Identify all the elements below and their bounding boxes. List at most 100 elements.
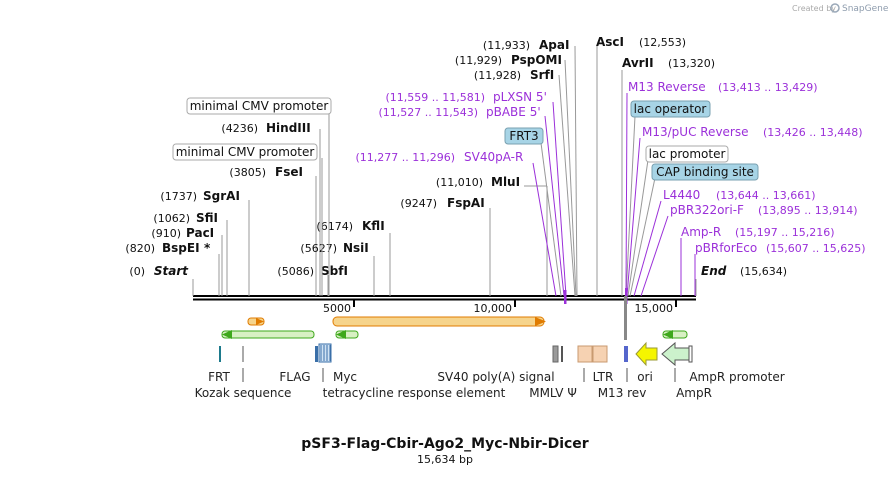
primer-pbrfor-position: (15,607 .. 15,625) bbox=[766, 242, 866, 255]
feature-mmlv-mark[interactable] bbox=[561, 346, 563, 362]
primer-pbr322-name: pBR322ori-F bbox=[670, 203, 744, 217]
feature-amprprom-label: AmpR promoter bbox=[689, 370, 784, 384]
orf-small-orange-arrow[interactable] bbox=[247, 317, 265, 326]
orf-green-left-arrow-1[interactable] bbox=[221, 330, 315, 339]
site-fspai-position: (9247) bbox=[400, 197, 437, 210]
cmv-promoter-label-1-text: minimal CMV promoter bbox=[190, 99, 329, 113]
lac-region-marker bbox=[624, 296, 627, 340]
site-pspomi-name: PspOMI bbox=[511, 53, 562, 67]
site-fsei-name: FseI bbox=[275, 165, 303, 179]
site-srfi-position: (11,928) bbox=[474, 69, 521, 82]
ruler-label-10000: 10,000 bbox=[474, 302, 513, 315]
feature-ampr-arrow[interactable] bbox=[661, 341, 690, 367]
site-avrii-name: AvrII bbox=[622, 56, 654, 70]
feature-amprgene-label: AmpR bbox=[676, 386, 712, 400]
feature-ori-arrow[interactable] bbox=[635, 341, 658, 367]
cap-binding-site-label[interactable]: CAP binding site bbox=[629, 163, 759, 297]
lac-operator-label-text: lac operator bbox=[634, 102, 707, 116]
feature-flag-mark[interactable] bbox=[315, 346, 318, 362]
site-bspei-name: BspEI bbox=[162, 241, 200, 255]
site-kfli-name: KflI bbox=[362, 219, 385, 233]
feature-frt-label: FRT bbox=[208, 370, 230, 384]
feature-amprprom-mark[interactable] bbox=[688, 345, 693, 363]
primer-m13rev-name: M13 Reverse bbox=[628, 80, 706, 94]
feature-ltr-label: LTR bbox=[593, 370, 614, 384]
site-bspei-position: (820) bbox=[125, 242, 155, 255]
site-mlui-position: (11,010) bbox=[436, 176, 483, 189]
primer-ampr-position: (15,197 .. 15,216) bbox=[735, 226, 835, 239]
end-label: End bbox=[701, 264, 727, 278]
plasmid-title: pSF3-Flag-Cbir-Ago2_Myc-Nbir-Dicer bbox=[301, 436, 589, 452]
primer-pbabe-position: (11,527 .. 11,543) bbox=[378, 106, 478, 119]
primer-sv40pa-position: (11,277 .. 11,296) bbox=[355, 151, 455, 164]
site-fspai-name: FspAI bbox=[447, 196, 485, 210]
site-mlui-name: MluI bbox=[491, 175, 520, 189]
ruler-label-5000: 5000 bbox=[323, 302, 351, 315]
primer-m13puc-leader bbox=[626, 137, 641, 297]
feature-tre-mark[interactable] bbox=[318, 343, 332, 363]
start-position: (0) bbox=[129, 265, 145, 278]
site-pspomi-position: (11,929) bbox=[455, 54, 502, 67]
primer-m13rev-leader bbox=[625, 92, 628, 297]
site-pspomi-leader bbox=[564, 59, 577, 297]
site-sfii-name: SfiI bbox=[196, 211, 218, 225]
site-kfli-position: (6174) bbox=[316, 220, 353, 233]
site-srfi-leader bbox=[558, 74, 576, 297]
site-asci-position: (12,553) bbox=[639, 36, 686, 49]
cmv-promoter-label-2[interactable]: minimal CMV promoter bbox=[172, 143, 323, 296]
site-paci-name: PacI bbox=[186, 226, 214, 240]
primer-plxsn-name: pLXSN 5' bbox=[493, 90, 547, 104]
site-paci-position: (910) bbox=[151, 227, 181, 240]
primer-l4440-name: L4440 bbox=[663, 188, 700, 202]
feature-frt-mark[interactable] bbox=[219, 346, 221, 362]
primer-l4440-position: (13,644 .. 13,661) bbox=[716, 189, 816, 202]
feature-sv40polya-mark[interactable] bbox=[552, 345, 559, 363]
primer-sv40pa-leader bbox=[532, 162, 557, 297]
site-sfii-position: (1062) bbox=[153, 212, 190, 225]
primer-plxsn-position: (11,559 .. 11,581) bbox=[385, 91, 485, 104]
site-sbfi-position: (5086) bbox=[277, 265, 314, 278]
primer-cluster-marker bbox=[564, 290, 567, 304]
primer-pbrfor-name: pBRforEco bbox=[695, 241, 757, 255]
feature-myc-label: Myc bbox=[333, 370, 357, 384]
snapgene-logo-icon bbox=[830, 3, 840, 13]
primer-plxsn-leader bbox=[552, 101, 567, 297]
cmv-promoter-label-1[interactable]: minimal CMV promoter bbox=[186, 97, 332, 296]
primer-pbabe-name: pBABE 5' bbox=[486, 105, 541, 119]
feature-sv40polya-label: SV40 poly(A) signal bbox=[437, 370, 554, 384]
end-position: (15,634) bbox=[740, 265, 787, 278]
orf-green-left-arrow-3[interactable] bbox=[662, 330, 688, 339]
site-nsii-position: (5627) bbox=[300, 242, 337, 255]
lac-promoter-label-text: lac promoter bbox=[649, 147, 726, 161]
feature-ltr-mark-2[interactable] bbox=[592, 345, 608, 363]
plasmid-length: 15,634 bp bbox=[417, 453, 473, 466]
primer-ampr-name: Amp-R bbox=[681, 225, 721, 239]
site-apai-leader bbox=[574, 45, 578, 297]
site-sbfi-name: SbfI bbox=[321, 264, 348, 278]
orf-green-left-arrow-2[interactable] bbox=[335, 330, 359, 339]
primer-l4440-leader bbox=[633, 200, 662, 297]
site-hindiii-position: (4236) bbox=[221, 122, 258, 135]
primer-sv40pa-name: SV40pA-R bbox=[464, 150, 523, 164]
site-apai-position: (11,933) bbox=[483, 39, 530, 52]
lac-operator-label[interactable]: lac operator bbox=[625, 100, 711, 297]
feature-ori-label: ori bbox=[637, 370, 653, 384]
site-sgrai-position: (1737) bbox=[160, 190, 197, 203]
ruler-label-15000: 15,000 bbox=[635, 302, 674, 315]
ruler: 5000 10,000 15,000 bbox=[323, 299, 677, 315]
feature-flag-label: FLAG bbox=[279, 370, 310, 384]
feature-kozak-label: Kozak sequence bbox=[195, 386, 292, 400]
primer-pbabe-leader bbox=[544, 115, 565, 297]
feature-ltr-mark-1[interactable] bbox=[577, 345, 593, 363]
primer-m13puc-name: M13/pUC Reverse bbox=[642, 125, 749, 139]
frt3-label[interactable]: FRT3 bbox=[504, 127, 562, 297]
frt3-label-text: FRT3 bbox=[509, 129, 538, 143]
lac-promoter-label[interactable]: lac promoter bbox=[627, 145, 729, 297]
feature-tre-label: tetracycline response element bbox=[323, 386, 506, 400]
site-asci-name: AscI bbox=[596, 35, 624, 49]
primer-m13rev-position: (13,413 .. 13,429) bbox=[718, 81, 818, 94]
site-apai-name: ApaI bbox=[539, 38, 569, 52]
feature-m13rev-mark[interactable] bbox=[624, 346, 628, 362]
feature-mmlv-label: MMLV Ψ bbox=[529, 386, 577, 400]
orf-large-orange-arrow[interactable] bbox=[332, 316, 546, 327]
